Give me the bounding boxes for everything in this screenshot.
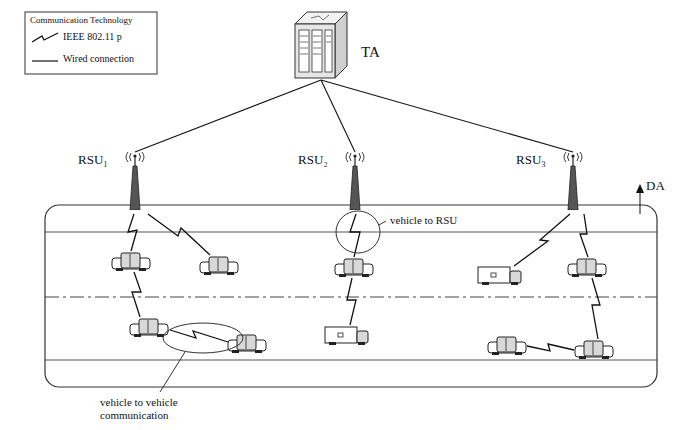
center-line <box>45 297 657 298</box>
node-label: TA <box>361 44 380 61</box>
callout-ellipse <box>163 323 243 353</box>
direction-arrow <box>640 190 641 214</box>
vehicle <box>335 259 373 277</box>
vehicle <box>130 319 168 337</box>
leader-line <box>160 352 185 392</box>
rsu-node: RSU₂ <box>298 152 376 210</box>
rsu-node: RSU₃ <box>516 152 594 210</box>
node-label: RSU₁ <box>78 152 108 168</box>
lane-line <box>45 360 657 361</box>
wired-connection <box>135 80 321 152</box>
vehicle <box>200 257 238 275</box>
legend-heading: Communication Technology <box>30 15 132 26</box>
callout-label: vehicle to RSU <box>389 214 458 227</box>
server-icon <box>285 6 355 80</box>
wireless-sample <box>32 33 58 42</box>
rsu-node: RSU₁ <box>78 152 156 210</box>
callout-ellipse <box>336 211 380 253</box>
vehicle <box>478 267 521 285</box>
arrow-head <box>636 184 644 193</box>
server-node: TA <box>285 6 395 80</box>
vehicle <box>228 335 266 353</box>
wired-connection <box>321 80 355 152</box>
legend-box <box>25 12 157 74</box>
vehicle <box>568 259 606 277</box>
leader-line <box>379 221 386 225</box>
wireless-links <box>128 214 600 351</box>
vehicle <box>488 337 526 355</box>
legend-text: Wired connection <box>63 53 134 64</box>
rsu-tower-icon <box>122 152 148 210</box>
node-label: RSU₂ <box>298 152 328 168</box>
node-label: RSU₃ <box>516 152 546 168</box>
road-outline <box>45 205 657 387</box>
wired-sample <box>32 60 58 61</box>
wired-connection <box>321 80 573 152</box>
legend-text: IEEE 802.11 p <box>63 31 122 42</box>
direction-label: DA <box>646 178 665 194</box>
vehicle <box>575 341 613 359</box>
vehicle <box>325 327 368 345</box>
rsu-tower-icon <box>342 152 368 210</box>
callout-label: vehicle to vehicle communication <box>100 396 218 422</box>
vehicle <box>112 253 150 271</box>
rsu-tower-icon <box>560 152 586 210</box>
